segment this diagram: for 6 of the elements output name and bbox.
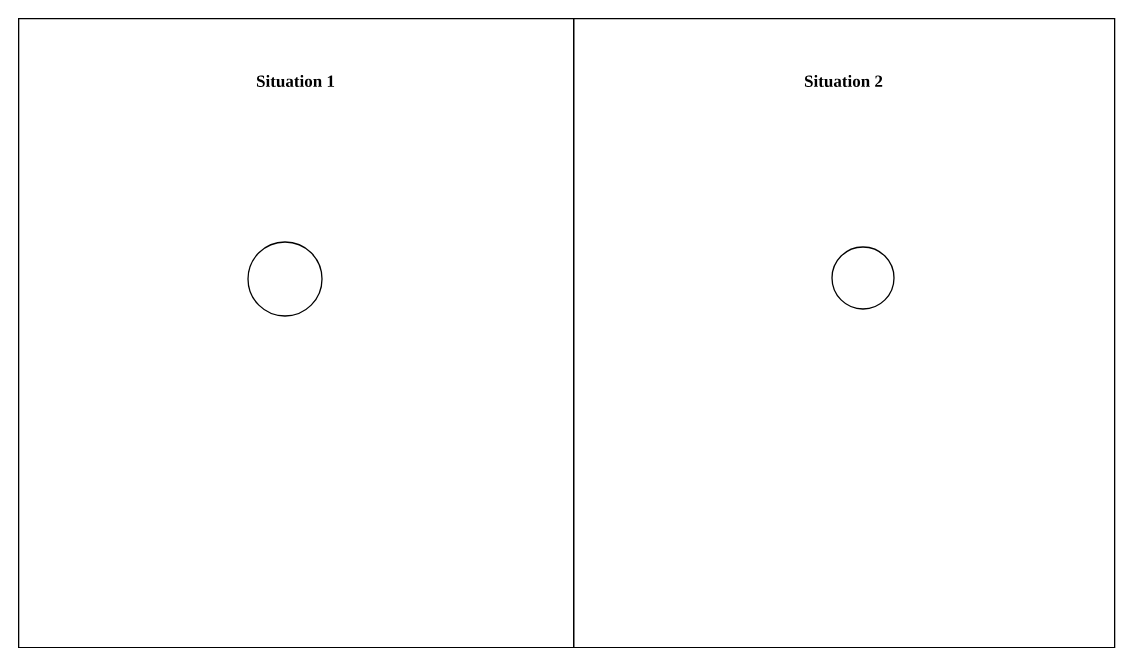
panel	[18, 18, 575, 648]
circle-shape	[831, 246, 895, 310]
panel-heading: Situation 1	[257, 75, 335, 87]
panel	[573, 18, 1116, 648]
circle-shape	[247, 241, 323, 317]
panel-heading: Situation 2	[804, 75, 883, 87]
